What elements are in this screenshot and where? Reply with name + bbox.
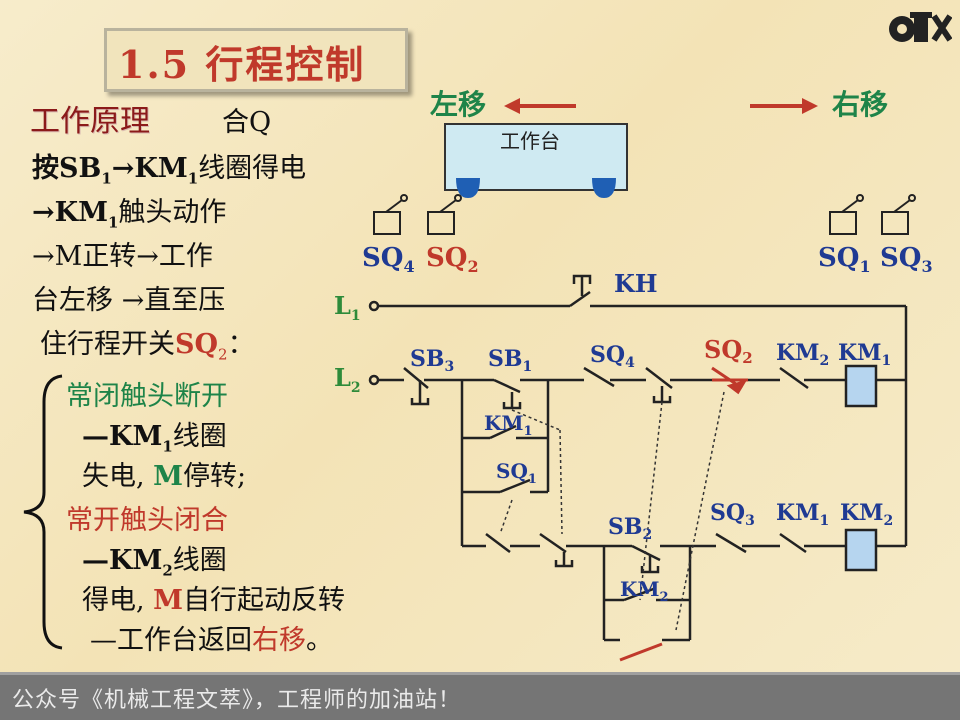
worktable-label: 工作台 bbox=[500, 129, 560, 153]
principle-line-1: 按SB1→KM1线圈得电 bbox=[32, 153, 307, 188]
right-move-label: 右移 bbox=[832, 88, 888, 121]
bracket-line-1: 常闭触头断开 bbox=[66, 381, 228, 412]
bracket-line-7: —工作台返回右移。 bbox=[90, 625, 333, 656]
principle-line-2: →KM1触头动作 bbox=[32, 197, 227, 232]
bracket-line-5: —KM2线圈 bbox=[82, 545, 227, 580]
left-roller-icon bbox=[456, 178, 480, 198]
switch-label: 合Q bbox=[222, 107, 272, 138]
svg-text:SQ4: SQ4 bbox=[362, 243, 415, 276]
principle-line-4: 台左移 →直至压 bbox=[32, 285, 226, 316]
svg-text:L1: L1 bbox=[334, 291, 361, 324]
svg-text:KM1: KM1 bbox=[776, 500, 829, 529]
title-box bbox=[104, 28, 408, 92]
logo-icon bbox=[889, 12, 952, 42]
brace-icon bbox=[23, 374, 63, 650]
principle-heading: 工作原理 bbox=[30, 104, 150, 139]
svg-text:SQ4: SQ4 bbox=[590, 342, 635, 371]
svg-text:SQ1: SQ1 bbox=[818, 243, 871, 276]
svg-text:SQ3: SQ3 bbox=[710, 500, 755, 529]
principle-line-3: →M正转→工作 bbox=[32, 241, 213, 272]
svg-text:SQ3: SQ3 bbox=[880, 243, 933, 276]
footer-text: 公众号《机械工程文萃》，工程师的加油站！ bbox=[12, 688, 462, 713]
right-roller-icon bbox=[592, 178, 616, 198]
svg-text:SQ1: SQ1 bbox=[496, 459, 537, 487]
svg-text:SB2: SB2 bbox=[608, 514, 652, 543]
svg-text:KM2: KM2 bbox=[840, 500, 893, 529]
footer-bar bbox=[0, 672, 960, 720]
footer-divider bbox=[0, 672, 960, 675]
principle-line-5: 住行程开关SQ2： bbox=[40, 329, 255, 364]
svg-text:KM2: KM2 bbox=[620, 577, 669, 605]
svg-text:KM1: KM1 bbox=[838, 340, 891, 369]
bracket-line-3: 失电, M停转; bbox=[82, 461, 247, 492]
kh-label: KH bbox=[614, 269, 658, 298]
bracket-line-2: —KM1线圈 bbox=[82, 421, 227, 456]
svg-text:SQ2: SQ2 bbox=[704, 335, 753, 367]
page-title: 1.5 行程控制 bbox=[118, 42, 366, 87]
svg-text:KM2: KM2 bbox=[776, 340, 829, 369]
left-move-label: 左移 bbox=[430, 88, 486, 121]
svg-text:L2: L2 bbox=[334, 363, 361, 396]
svg-text:KM1: KM1 bbox=[484, 411, 533, 439]
circuit-diagram: 左移 右移 工作台 SQ4 SQ2 SQ1 SQ3 L1 KH L2 bbox=[334, 88, 933, 662]
bracket-line-4: 常开触头闭合 bbox=[66, 505, 228, 536]
svg-text:SB3: SB3 bbox=[410, 346, 454, 375]
svg-text:SQ2: SQ2 bbox=[426, 243, 479, 276]
bracket-line-6: 得电, M自行起动反转 bbox=[82, 585, 346, 616]
svg-text:SB1: SB1 bbox=[488, 346, 532, 375]
